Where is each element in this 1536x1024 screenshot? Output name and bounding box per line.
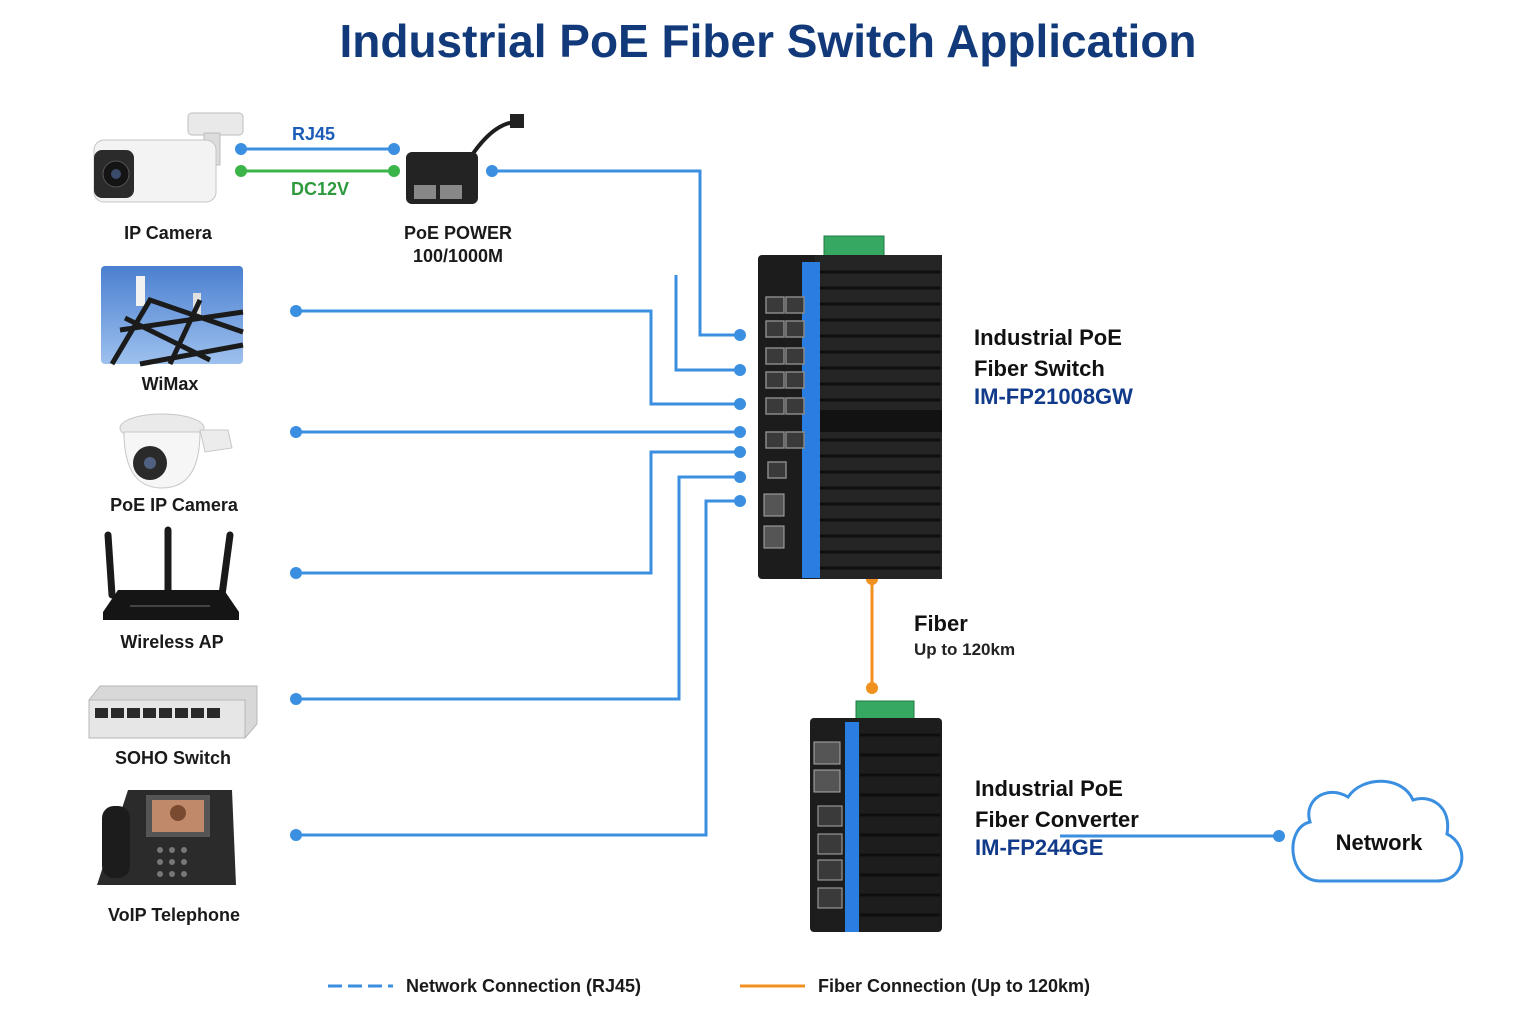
poe-power-line: [492, 169, 740, 337]
page-title: Industrial PoE Fiber Switch Application: [339, 15, 1197, 67]
industrial-poe-fiber-converter-icon: [810, 700, 942, 932]
legend-fiber-label: Fiber Connection (Up to 120km): [818, 976, 1091, 996]
poe-ip-camera-icon: [119, 413, 233, 489]
network-cloud-icon: [1291, 779, 1464, 883]
soho-switch-icon: [88, 685, 258, 739]
soho-switch-line: [296, 475, 740, 701]
voip-line: [296, 499, 740, 837]
poe-power-speed-label: 100/1000M: [412, 246, 504, 266]
switch-label-block: Industrial PoE Fiber Switch IM-FP21008GW: [974, 322, 1133, 410]
extra-line: [674, 275, 740, 372]
poe-ip-camera-label: PoE IP Camera: [110, 495, 238, 515]
poe-power-label: PoE POWER: [403, 223, 512, 243]
rj45-links: [241, 147, 1279, 838]
wimax-icon: [101, 266, 244, 367]
rj45-label: RJ45: [292, 124, 336, 144]
wimax-line: [296, 309, 740, 406]
wireless-ap-line: [296, 450, 740, 575]
poe-power-icon: [406, 114, 524, 204]
fiber-title: Fiber: [914, 611, 968, 636]
switch-title-line2: Fiber Switch: [974, 356, 1105, 381]
switch-title-line1: Industrial PoE: [974, 325, 1122, 350]
converter-title-line2: Fiber Converter: [975, 807, 1139, 832]
voip-telephone-icon: [97, 790, 236, 885]
wimax-label: WiMax: [141, 374, 199, 394]
fiber-label-block: Fiber Up to 120km: [914, 611, 1015, 660]
converter-label-block: Industrial PoE Fiber Converter IM-FP244G…: [975, 773, 1139, 861]
soho-switch-label: SOHO Switch: [114, 748, 231, 768]
converter-title-line1: Industrial PoE: [975, 776, 1123, 801]
switch-model: IM-FP21008GW: [974, 384, 1133, 409]
fiber-distance: Up to 120km: [914, 640, 1016, 659]
converter-model: IM-FP244GE: [975, 835, 1104, 860]
legend-network-label: Network Connection (RJ45): [406, 976, 642, 996]
voip-telephone-label: VoIP Telephone: [107, 905, 241, 925]
dc12v-label: DC12V: [291, 179, 350, 199]
ip-camera-label: IP Camera: [124, 223, 212, 243]
wireless-ap-icon: [103, 526, 239, 620]
ip-camera-icon: [93, 112, 244, 203]
network-label: Network: [1335, 830, 1423, 855]
industrial-poe-fiber-switch-icon: [758, 235, 942, 579]
wireless-ap-label: Wireless AP: [120, 632, 224, 652]
